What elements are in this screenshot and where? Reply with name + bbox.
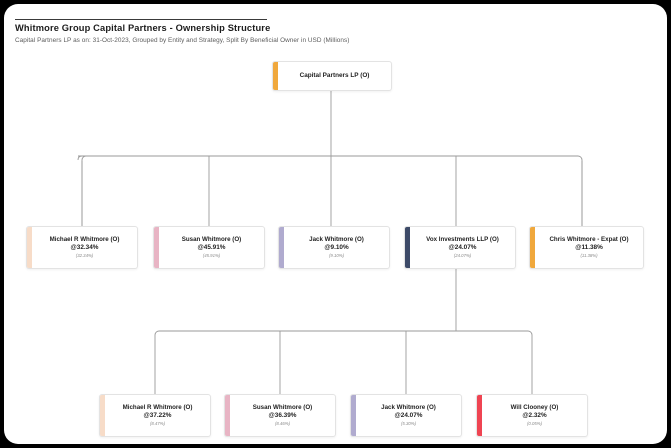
- node-body: Susan Whitmore (O) @45.91% (45.91%): [159, 227, 264, 268]
- node-subvalue: (9.10%): [328, 252, 345, 258]
- org-node-will-clooney[interactable]: Will Clooney (O) @2.32% (0.05%): [476, 394, 588, 437]
- node-subvalue: (5.30%): [400, 420, 417, 426]
- org-node-michael-r-whitmore-l2[interactable]: Michael R Whitmore (O) @37.22% (8.47%): [99, 394, 211, 437]
- node-value: @24.07%: [448, 243, 477, 251]
- node-value: @45.91%: [197, 243, 226, 251]
- org-node-jack-whitmore-l1[interactable]: Jack Whitmore (O) @9.10% (9.10%): [278, 226, 390, 269]
- node-accent-bar: [225, 395, 230, 436]
- org-node-chris-whitmore-expat[interactable]: Chris Whitmore - Expat (O) @11.38% (11.3…: [529, 226, 644, 269]
- node-value: @36.39%: [268, 411, 297, 419]
- org-node-capital-partners-lp[interactable]: Capital Partners LP (O): [272, 61, 392, 91]
- node-body: Capital Partners LP (O): [278, 62, 391, 90]
- node-accent-bar: [100, 395, 105, 436]
- header-divider: [15, 19, 267, 20]
- node-accent-bar: [405, 227, 410, 268]
- node-value: @24.07%: [394, 411, 423, 419]
- node-body: Jack Whitmore (O) @9.10% (9.10%): [284, 227, 389, 268]
- node-value: @9.10%: [324, 243, 349, 251]
- node-label: Michael R Whitmore (O): [122, 403, 193, 411]
- node-label: Will Clooney (O): [510, 403, 559, 411]
- node-accent-bar: [154, 227, 159, 268]
- node-body: Chris Whitmore - Expat (O) @11.38% (11.3…: [535, 227, 643, 268]
- org-node-susan-whitmore-l1[interactable]: Susan Whitmore (O) @45.91% (45.91%): [153, 226, 265, 269]
- node-label: Susan Whitmore (O): [252, 403, 313, 411]
- node-label: Jack Whitmore (O): [309, 235, 364, 243]
- node-subvalue: (0.05%): [526, 420, 543, 426]
- node-accent-bar: [27, 227, 32, 268]
- node-accent-bar: [530, 227, 535, 268]
- node-body: Michael R Whitmore (O) @37.22% (8.47%): [105, 395, 210, 436]
- org-chart-canvas: Capital Partners LP (O) Michael R Whitmo…: [4, 4, 667, 444]
- node-value: @32.34%: [70, 243, 99, 251]
- node-label: Michael R Whitmore (O): [49, 235, 120, 243]
- node-subvalue: (32.34%): [75, 252, 94, 258]
- node-label: Jack Whitmore (O): [381, 403, 436, 411]
- node-subvalue: (8.47%): [149, 420, 166, 426]
- node-label: Susan Whitmore (O): [181, 235, 242, 243]
- page-subtitle: Capital Partners LP as on: 31-Oct-2023, …: [15, 37, 350, 44]
- node-body: Vox Investments LLP (O) @24.07% (24.07%): [410, 227, 515, 268]
- node-accent-bar: [351, 395, 356, 436]
- report-card: Whitmore Group Capital Partners - Owners…: [4, 4, 667, 444]
- node-body: Jack Whitmore (O) @24.07% (5.30%): [356, 395, 461, 436]
- node-accent-bar: [273, 62, 278, 90]
- node-body: Susan Whitmore (O) @36.39% (8.46%): [230, 395, 335, 436]
- node-label: Chris Whitmore - Expat (O): [549, 235, 629, 243]
- node-subvalue: (45.91%): [202, 252, 221, 258]
- node-accent-bar: [279, 227, 284, 268]
- node-subvalue: (24.07%): [453, 252, 472, 258]
- node-label: Vox Investments LLP (O): [426, 235, 499, 243]
- node-value: @2.32%: [522, 411, 547, 419]
- page-title: Whitmore Group Capital Partners - Owners…: [15, 23, 271, 33]
- org-node-vox-investments-llp[interactable]: Vox Investments LLP (O) @24.07% (24.07%): [404, 226, 516, 269]
- org-node-jack-whitmore-l2[interactable]: Jack Whitmore (O) @24.07% (5.30%): [350, 394, 462, 437]
- org-node-michael-r-whitmore-l1[interactable]: Michael R Whitmore (O) @32.34% (32.34%): [26, 226, 138, 269]
- node-body: Michael R Whitmore (O) @32.34% (32.34%): [32, 227, 137, 268]
- node-subvalue: (8.46%): [274, 420, 291, 426]
- node-value: @11.38%: [575, 243, 603, 251]
- node-value: @37.22%: [143, 411, 172, 419]
- node-accent-bar: [477, 395, 482, 436]
- node-body: Will Clooney (O) @2.32% (0.05%): [482, 395, 587, 436]
- node-subvalue: (11.38%): [580, 252, 598, 258]
- org-node-susan-whitmore-l2[interactable]: Susan Whitmore (O) @36.39% (8.46%): [224, 394, 336, 437]
- node-label: Capital Partners LP (O): [299, 71, 370, 79]
